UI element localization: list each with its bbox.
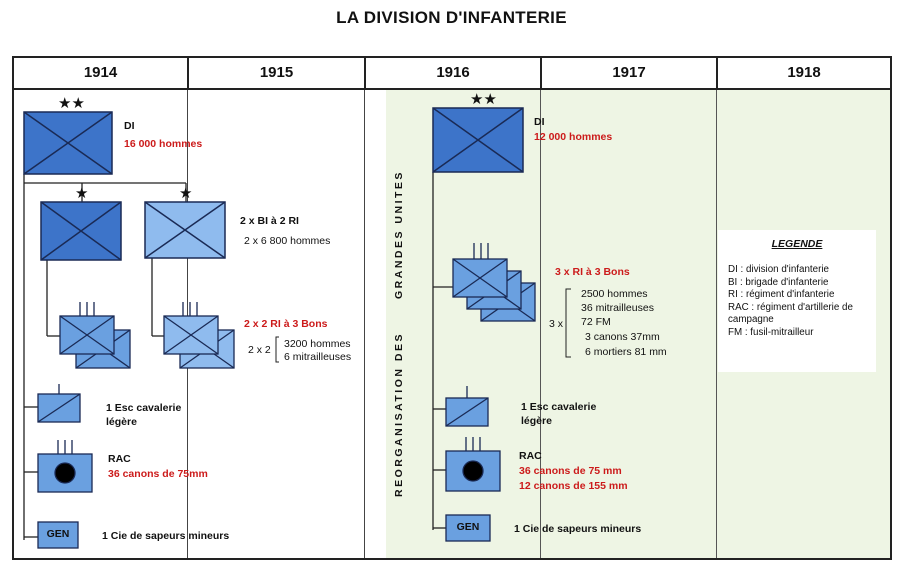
di-1916-label: DI bbox=[534, 116, 545, 128]
divider-1917-1918 bbox=[716, 58, 718, 88]
cavalry-1916-line2: légère bbox=[521, 415, 552, 427]
regiment-stack-1916 bbox=[452, 243, 536, 322]
brigade-2-symbol bbox=[144, 201, 226, 259]
legend-title: LEGENDE bbox=[771, 238, 823, 250]
brigade-2-star: ★ bbox=[179, 185, 193, 202]
regiment-1914-multiplier: 2 x 2 bbox=[248, 344, 271, 356]
header-row-divider bbox=[12, 88, 892, 90]
divider-1915-1916 bbox=[364, 58, 366, 88]
legend-item-fm: FM : fusil-mitrailleur bbox=[728, 326, 814, 338]
cavalry-1916-line1: 1 Esc cavalerie bbox=[521, 401, 597, 413]
cavalry-1914-symbol bbox=[37, 384, 81, 423]
brigade-label: 2 x BI à 2 RI bbox=[240, 215, 299, 227]
engineer-1916-symbol bbox=[445, 514, 491, 542]
regiment-stack-1 bbox=[59, 302, 131, 369]
di-1914-symbol bbox=[23, 111, 113, 175]
regiment-stack-2 bbox=[163, 302, 235, 369]
brigade-strength: 2 x 6 800 hommes bbox=[244, 235, 331, 247]
regiment-1914-label: 2 x 2 RI à 3 Bons bbox=[244, 318, 328, 330]
legend-item-ri: RI : régiment d'infanterie bbox=[728, 289, 835, 300]
di-1916-stars: ★★ bbox=[470, 91, 497, 108]
di-1916-strength: 12 000 hommes bbox=[534, 131, 613, 143]
artillery-1914-symbol bbox=[37, 440, 93, 493]
engineer-1914-text: 1 Cie de sapeurs mineurs bbox=[102, 530, 230, 542]
engineer-1914-box-label: GEN bbox=[46, 528, 70, 540]
page-title: LA DIVISION D'INFANTERIE bbox=[336, 8, 567, 27]
body-divider-1916 bbox=[364, 90, 365, 558]
body-divider-1917 bbox=[540, 90, 541, 558]
regiment-1916-multiplier: 3 x bbox=[549, 318, 564, 330]
engineer-1914-symbol bbox=[37, 521, 79, 549]
vertical-label-line2: REORGANISATION DES bbox=[393, 332, 405, 497]
brigade-1-star: ★ bbox=[75, 185, 89, 202]
legend-item-di: DI : division d'infanterie bbox=[728, 264, 829, 275]
regiment-1916-detail-81mm: 6 mortiers 81 mm bbox=[585, 346, 667, 358]
year-1916: 1916 bbox=[436, 64, 470, 81]
legend-box: LEGENDE DI : division d'infanterie BI : … bbox=[718, 230, 876, 372]
regiment-1916-label: 3 x RI à 3 Bons bbox=[555, 266, 630, 278]
regiment-1914-detail-men: 3200 hommes bbox=[284, 338, 351, 350]
di-1914-stars: ★★ bbox=[58, 95, 85, 112]
year-1915: 1915 bbox=[259, 64, 294, 81]
artillery-1916-label: RAC bbox=[519, 450, 542, 462]
artillery-1916-guns-75: 36 canons de 75 mm bbox=[519, 465, 622, 477]
vertical-label-line1: GRANDES UNITES bbox=[393, 170, 405, 299]
cavalry-1914-line2: légère bbox=[106, 416, 137, 428]
regiment-1916-detail-37mm: 3 canons 37mm bbox=[585, 331, 660, 343]
year-1914: 1914 bbox=[83, 64, 118, 81]
timeline-frame bbox=[12, 56, 892, 560]
legend-item-rac: RAC : régiment d'artillerie de bbox=[728, 301, 853, 313]
divider-1916-1917 bbox=[540, 58, 542, 88]
engineer-1916-box-label: GEN bbox=[456, 521, 480, 533]
artillery-1914-guns: 36 canons de 75mm bbox=[108, 468, 208, 480]
regiment-1916-detail-fm: 72 FM bbox=[581, 316, 611, 328]
artillery-1916-symbol bbox=[445, 437, 501, 492]
di-1914-strength: 16 000 hommes bbox=[124, 138, 203, 150]
legend-item-rac-cont: campagne bbox=[728, 314, 774, 325]
regiment-1916-detail-men: 2500 hommes bbox=[581, 288, 648, 300]
year-1918: 1918 bbox=[787, 64, 821, 81]
engineer-1916-text: 1 Cie de sapeurs mineurs bbox=[514, 523, 642, 535]
di-1916-symbol bbox=[432, 107, 524, 173]
body-divider-1918 bbox=[716, 90, 717, 558]
year-1917: 1917 bbox=[612, 64, 646, 81]
reorganisation-vertical-label: GRANDES UNITES REORGANISATION DES bbox=[357, 170, 437, 497]
regiment-1916-detail-mg: 36 mitrailleuses bbox=[581, 302, 654, 314]
artillery-1914-label: RAC bbox=[108, 453, 131, 465]
regiment-1914-detail-mg: 6 mitrailleuses bbox=[284, 351, 352, 363]
brigade-1-symbol bbox=[40, 201, 122, 261]
artillery-1916-guns-155: 12 canons de 155 mm bbox=[519, 480, 628, 492]
di-1914-label: DI bbox=[124, 120, 135, 132]
legend-item-bi: BI : brigade d'infanterie bbox=[728, 276, 829, 288]
cavalry-1914-line1: 1 Esc cavalerie bbox=[106, 402, 182, 414]
cavalry-1916-symbol bbox=[445, 386, 489, 427]
divider-1914-1915 bbox=[187, 58, 189, 88]
